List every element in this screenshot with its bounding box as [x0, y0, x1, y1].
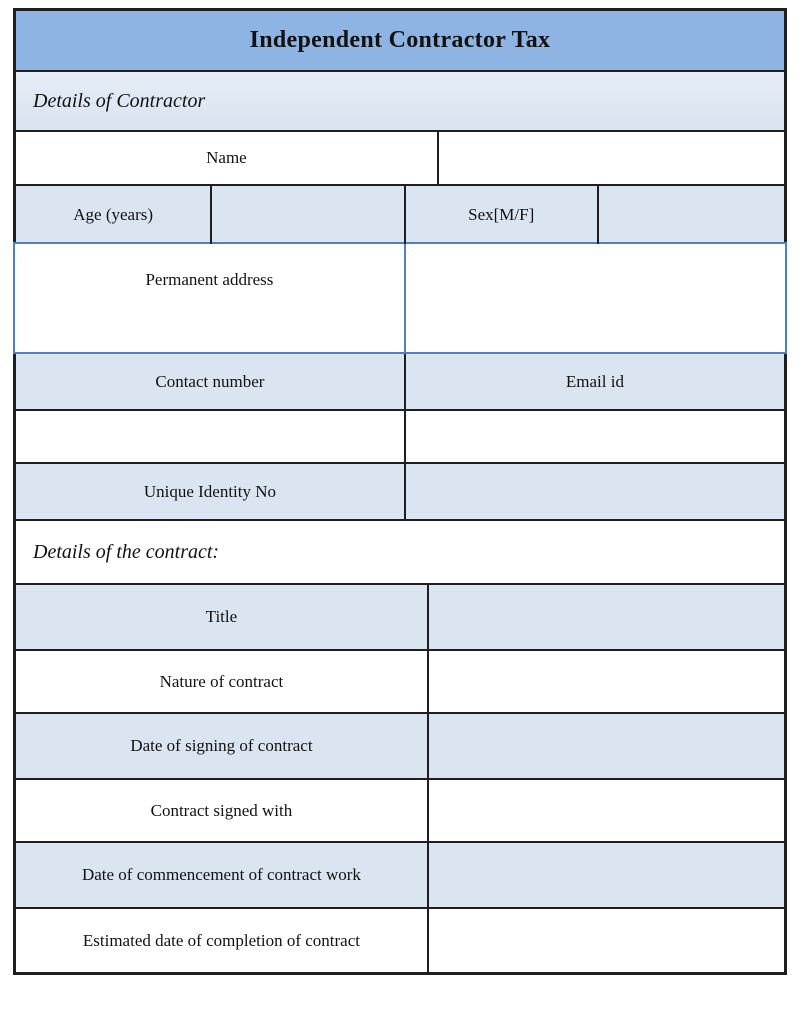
contract-signed-with-label: Contract signed with — [150, 800, 293, 820]
row-contract-title: Title — [13, 585, 787, 651]
contact-number-input-cell[interactable] — [16, 411, 404, 462]
row-date-of-signing: Date of signing of contract — [13, 714, 787, 780]
nature-of-contract-label: Nature of contract — [159, 671, 284, 691]
sex-label: Sex[M/F] — [403, 186, 597, 244]
name-input-cell[interactable] — [436, 132, 784, 184]
date-of-signing-input-cell[interactable] — [426, 714, 784, 778]
contact-number-label: Contact number — [155, 371, 265, 391]
section-contract-label: Details of the contract: — [33, 540, 220, 563]
contract-title-label: Title — [205, 607, 238, 626]
row-nature-of-contract: Nature of contract — [13, 651, 787, 714]
age-input-cell[interactable] — [210, 186, 404, 244]
row-permanent-address: Permanent address — [13, 242, 787, 354]
sex-input-cell[interactable] — [596, 186, 784, 244]
date-of-commencement-input-cell[interactable] — [426, 843, 784, 907]
email-id-label: Email id — [403, 354, 784, 409]
row-contact-email-values — [13, 411, 787, 464]
email-id-input-cell[interactable] — [403, 411, 784, 462]
permanent-address-label: Permanent address — [145, 270, 274, 289]
estimated-completion-input-cell[interactable] — [426, 909, 784, 972]
row-contact-email-labels: Contact number Email id — [13, 354, 787, 411]
page-title: Independent Contractor Tax — [249, 27, 551, 53]
row-date-of-commencement: Date of commencement of contract work — [13, 843, 787, 909]
age-label: Age (years) — [73, 205, 154, 224]
contract-signed-with-input-cell[interactable] — [426, 780, 784, 841]
row-unique-identity: Unique Identity No — [13, 464, 787, 521]
row-estimated-completion: Estimated date of completion of contract — [13, 909, 787, 975]
name-label: Name — [206, 148, 247, 167]
permanent-address-input-cell[interactable] — [403, 244, 785, 352]
row-age-sex: Age (years) Sex[M/F] — [13, 186, 787, 244]
row-contract-signed-with: Contract signed with — [13, 780, 787, 843]
form-header: Independent Contractor Tax — [13, 8, 787, 72]
section-contractor-label: Details of Contractor — [33, 89, 206, 112]
estimated-completion-label: Estimated date of completion of contract — [82, 930, 360, 950]
row-name: Name — [13, 132, 787, 186]
independent-contractor-tax-form: Independent Contractor Tax Details of Co… — [13, 8, 787, 975]
contract-title-input-cell[interactable] — [426, 585, 784, 649]
date-of-signing-label: Date of signing of contract — [130, 736, 313, 755]
section-contract: Details of the contract: — [13, 521, 787, 585]
nature-of-contract-input-cell[interactable] — [426, 651, 784, 712]
unique-identity-label: Unique Identity No — [143, 481, 277, 501]
date-of-commencement-label: Date of commencement of contract work — [81, 865, 361, 884]
section-contractor: Details of Contractor — [13, 72, 787, 132]
unique-identity-input-cell[interactable] — [403, 464, 784, 519]
